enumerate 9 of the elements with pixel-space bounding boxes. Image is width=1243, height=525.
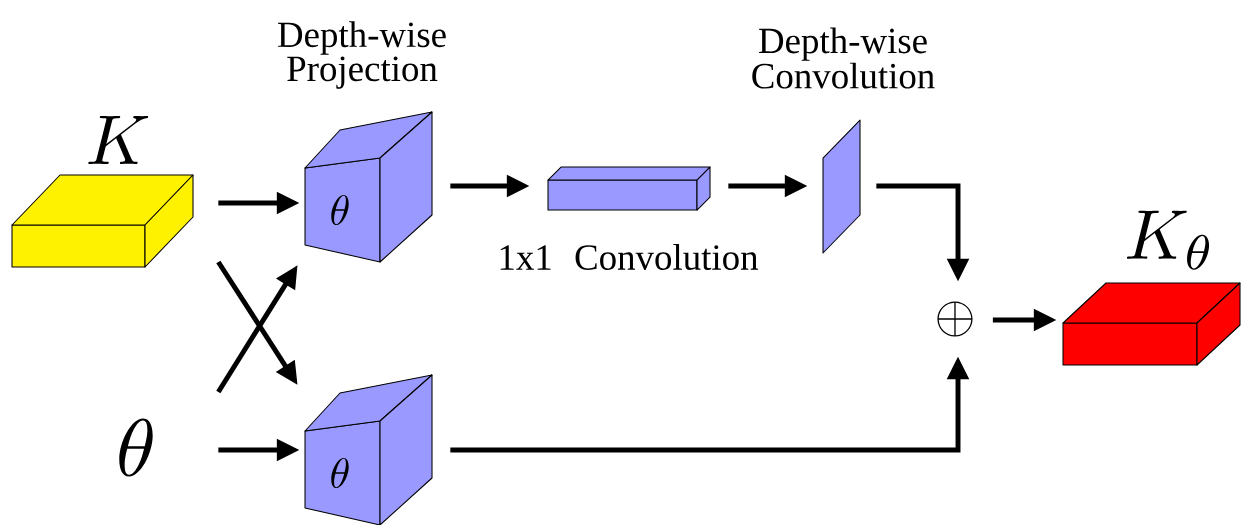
math-label: $K$ (88, 116, 149, 164)
math-label: $K_\theta$ (1126, 210, 1210, 270)
math-label: $\theta$ (119, 418, 153, 477)
heading-label: Depth-wise Convolution (752, 27, 935, 89)
math-label: $\theta$ (331, 457, 349, 489)
operator-symbol: $\oplus$ (937, 301, 973, 337)
heading-label: Depth-wise Projection (278, 21, 446, 89)
heading-label: 1x1 Convolution (500, 244, 758, 270)
math-label: $\theta$ (331, 194, 349, 226)
